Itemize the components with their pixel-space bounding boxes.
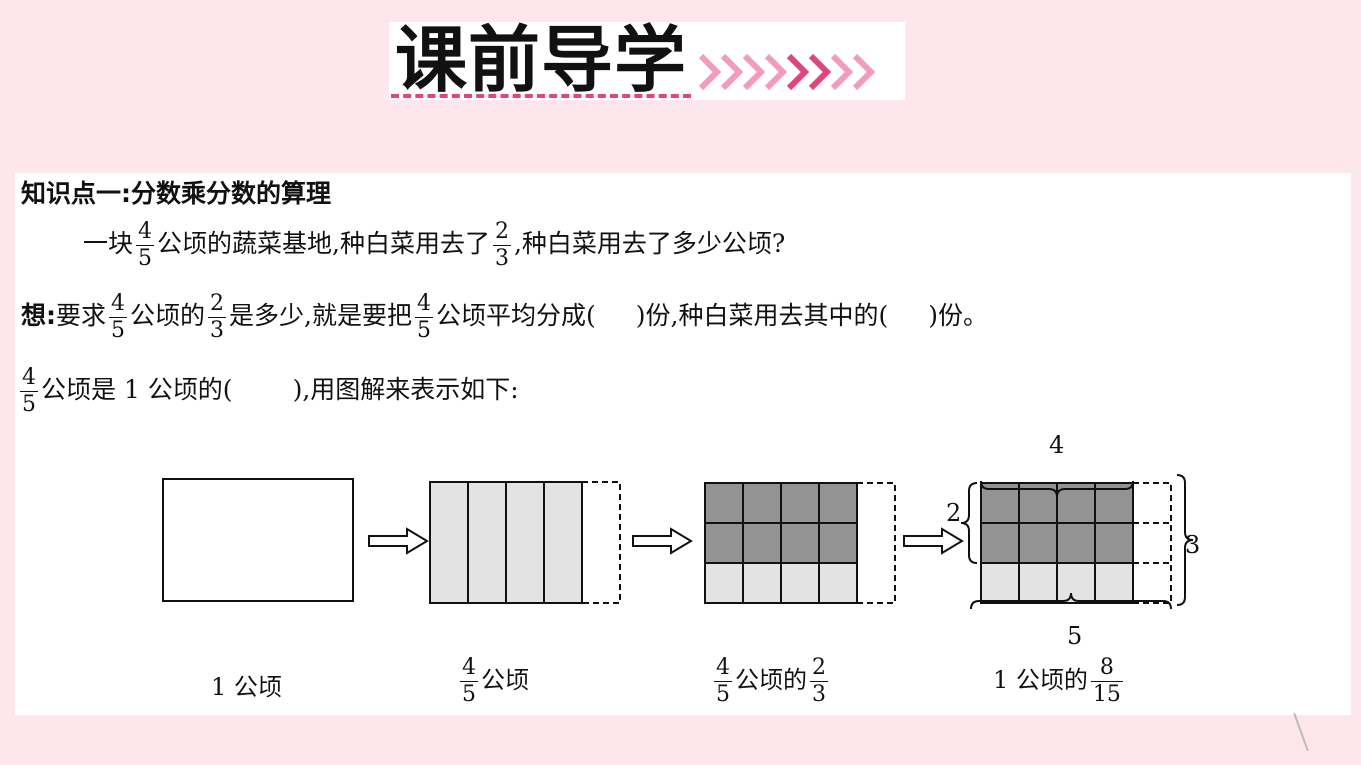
brace-left: [960, 482, 978, 564]
grid-a-cell: [818, 522, 858, 564]
banner-title: 课前导学: [395, 18, 688, 102]
section-heading: 知识点一:分数乘分数的算理: [21, 179, 331, 208]
banner-chevrons-icon: [698, 53, 876, 91]
grid-a-cell: [704, 562, 744, 604]
grid-b-dashed-column: [1133, 482, 1172, 604]
grid-a-cell: [742, 522, 782, 564]
grid-a-cell: [742, 562, 782, 604]
column-cell: [429, 481, 469, 604]
grid-b-cell: [1018, 562, 1058, 604]
whole-hectare-rect: [162, 478, 354, 602]
grid-b-cell: [1056, 522, 1096, 564]
brace-top: [980, 480, 1134, 498]
grid-b-cell: [1094, 562, 1134, 604]
page-curl: [1293, 712, 1309, 752]
column-cell: [543, 481, 583, 604]
grid-a-cell: [780, 482, 820, 524]
area-model-figure: [162, 474, 1194, 610]
grid-a-dashed-column: [857, 482, 896, 604]
brace-bottom: [970, 592, 1172, 610]
grid-a-cell: [780, 522, 820, 564]
grid-a-cell: [780, 562, 820, 604]
caption-1-hectare: 1 公顷: [211, 673, 282, 701]
brace-label-right: 3: [1185, 531, 1201, 559]
dashed-column: [582, 481, 621, 604]
arrow-right-icon: [368, 527, 429, 555]
think-label: 想: [21, 301, 47, 330]
grid-b-cell: [1056, 562, 1096, 604]
banner: 课前导学: [389, 18, 905, 102]
grid-a-cell: [818, 562, 858, 604]
banner-dashed-underline: [391, 94, 691, 98]
grid-a-cell: [818, 482, 858, 524]
brace-right: [1176, 474, 1194, 606]
column-cell: [467, 481, 507, 604]
arrow-right-icon: [903, 527, 964, 555]
grid-b-cell: [980, 522, 1020, 564]
grid-b-cell: [1018, 522, 1058, 564]
arrow-right-icon: [632, 527, 693, 555]
column-cell: [505, 481, 545, 604]
grid-b-cell: [980, 562, 1020, 604]
brace-label-left: 2: [946, 499, 962, 527]
brace-label-bottom: 5: [1067, 622, 1083, 650]
grid-a-cell: [704, 522, 744, 564]
grid-b-cell: [1094, 522, 1134, 564]
grid-a-cell: [704, 482, 744, 524]
brace-label-top: 4: [1049, 431, 1065, 459]
grid-a-cell: [742, 482, 782, 524]
